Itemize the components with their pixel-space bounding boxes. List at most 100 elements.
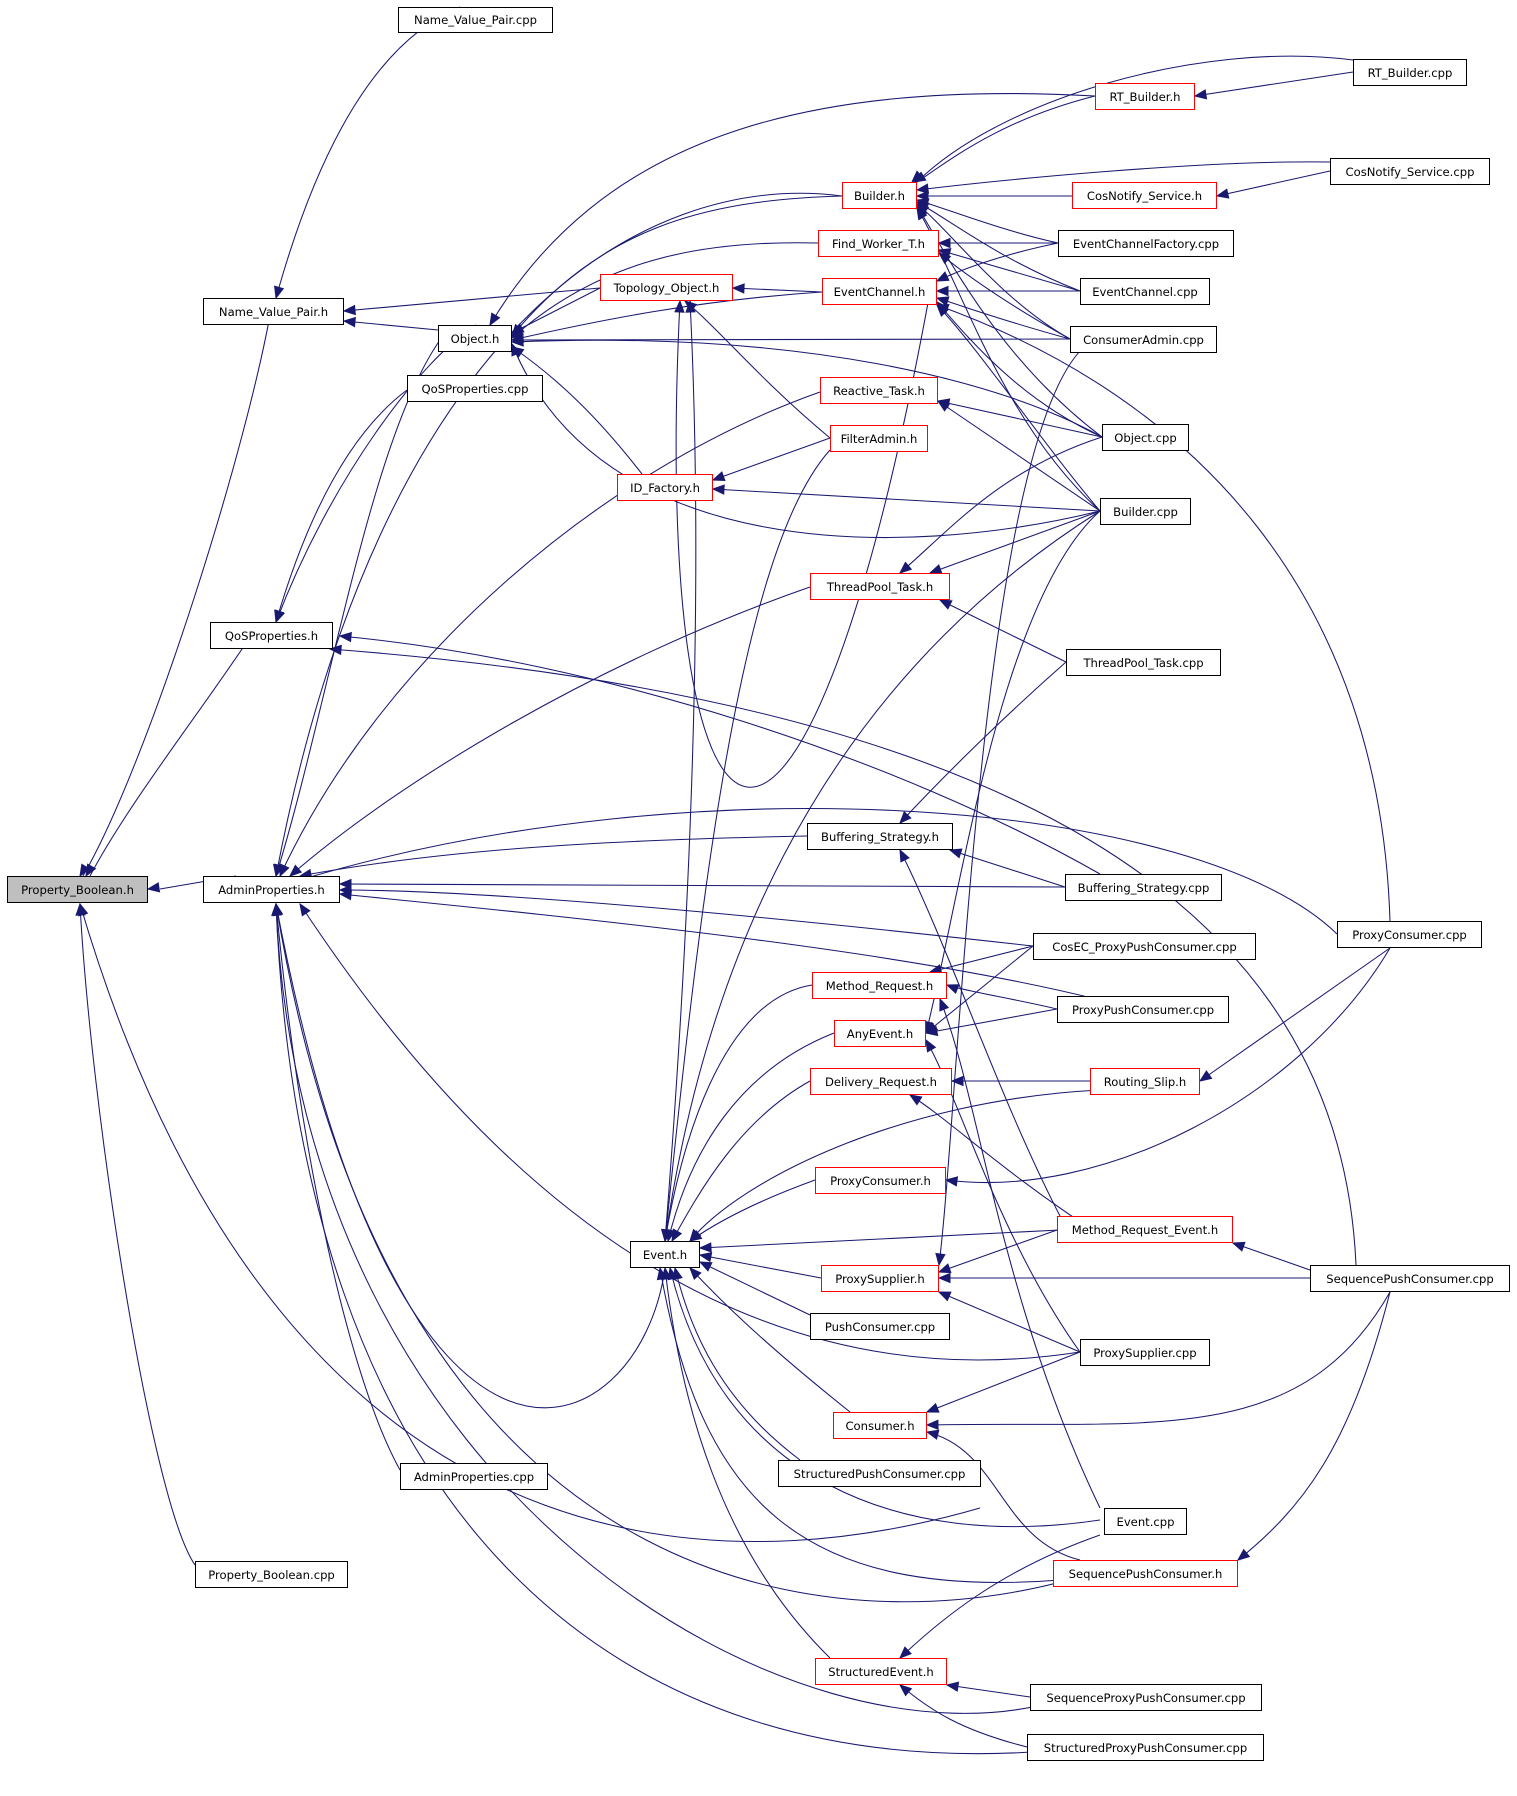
node-adminproperties-cpp[interactable]: AdminProperties.cpp bbox=[400, 1463, 548, 1490]
node-structuredproxypushconsumer-cpp[interactable]: StructuredProxyPushConsumer.cpp bbox=[1027, 1734, 1264, 1761]
dependency-edge bbox=[671, 1080, 811, 1242]
node-object-cpp[interactable]: Object.cpp bbox=[1102, 424, 1189, 451]
node-proxypushconsumer-cpp[interactable]: ProxyPushConsumer.cpp bbox=[1057, 996, 1229, 1023]
arrowhead bbox=[935, 285, 949, 297]
node-anyevent-h[interactable]: AnyEvent.h bbox=[834, 1020, 926, 1047]
node-routing-slip-h[interactable]: Routing_Slip.h bbox=[1090, 1068, 1200, 1095]
dependency-edge bbox=[916, 201, 1081, 292]
arrowhead bbox=[711, 484, 725, 495]
node-delivery-request-h[interactable]: Delivery_Request.h bbox=[810, 1068, 952, 1095]
dependency-edge bbox=[899, 436, 1103, 574]
dependency-edge bbox=[916, 161, 1331, 191]
dependency-edge bbox=[275, 903, 666, 1409]
node-topology-object-h[interactable]: Topology_Object.h bbox=[600, 274, 733, 301]
node-builder-cpp[interactable]: Builder.cpp bbox=[1100, 498, 1191, 525]
dependency-edge bbox=[938, 1229, 1058, 1273]
node-proxysupplier-cpp[interactable]: ProxySupplier.cpp bbox=[1080, 1339, 1210, 1366]
dependency-edge bbox=[79, 903, 196, 1566]
node-proxyconsumer-cpp[interactable]: ProxyConsumer.cpp bbox=[1337, 921, 1482, 948]
arrowhead bbox=[698, 1251, 713, 1263]
node-threadpool-task-h[interactable]: ThreadPool_Task.h bbox=[810, 573, 950, 600]
node-event-cpp[interactable]: Event.cpp bbox=[1104, 1508, 1187, 1535]
node-filteradmin-h[interactable]: FilterAdmin.h bbox=[830, 425, 928, 452]
dependency-edge bbox=[511, 346, 643, 475]
node-cosnotify-service-cpp[interactable]: CosNotify_Service.cpp bbox=[1330, 158, 1490, 185]
arrowhead bbox=[1215, 188, 1230, 199]
arrowhead bbox=[660, 1229, 672, 1243]
node-eventchannelfactory-cpp[interactable]: EventChannelFactory.cpp bbox=[1058, 230, 1234, 257]
node-threadpool-task-cpp[interactable]: ThreadPool_Task.cpp bbox=[1066, 649, 1221, 676]
node-method-request-h[interactable]: Method_Request.h bbox=[812, 972, 947, 999]
node-find-worker-t-h[interactable]: Find_Worker_T.h bbox=[818, 230, 939, 257]
arrowhead bbox=[899, 811, 912, 824]
dependency-edge bbox=[925, 510, 1101, 1034]
arrowhead bbox=[698, 1261, 713, 1272]
node-buffering-strategy-cpp[interactable]: Buffering_Strategy.cpp bbox=[1065, 874, 1222, 901]
arrowhead bbox=[899, 1646, 912, 1659]
node-qosproperties-h[interactable]: QoSProperties.h bbox=[210, 622, 333, 649]
dependency-edge bbox=[89, 621, 261, 877]
node-property-boolean-h[interactable]: Property_Boolean.h bbox=[7, 876, 148, 903]
dependency-edge bbox=[937, 400, 1103, 438]
dependency-edge bbox=[669, 1267, 1101, 1528]
node-builder-h[interactable]: Builder.h bbox=[842, 182, 917, 209]
arrowhead bbox=[279, 863, 290, 878]
node-method-request-event-h[interactable]: Method_Request_Event.h bbox=[1057, 1216, 1233, 1243]
node-structuredpushconsumer-cpp[interactable]: StructuredPushConsumer.cpp bbox=[778, 1460, 981, 1487]
dependency-edge bbox=[664, 510, 1101, 1242]
dependency-edge bbox=[275, 339, 441, 877]
dependency-edge bbox=[1232, 1242, 1311, 1271]
dependency-edge bbox=[929, 510, 1101, 574]
arrowhead bbox=[274, 609, 285, 624]
dependency-edge bbox=[699, 1229, 1061, 1249]
node-qosproperties-cpp[interactable]: QoSProperties.cpp bbox=[407, 375, 543, 402]
arrowhead bbox=[1193, 89, 1208, 100]
node-proxysupplier-h[interactable]: ProxySupplier.h bbox=[821, 1265, 939, 1292]
node-name-value-pair-h[interactable]: Name_Value_Pair.h bbox=[203, 298, 344, 325]
arrowhead bbox=[937, 252, 952, 265]
node-adminproperties-h[interactable]: AdminProperties.h bbox=[203, 876, 340, 903]
arrowhead bbox=[945, 984, 960, 995]
dependency-edge bbox=[275, 6, 461, 299]
node-name-value-pair-cpp[interactable]: Name_Value_Pair.cpp bbox=[398, 7, 553, 33]
node-pushconsumer-cpp[interactable]: PushConsumer.cpp bbox=[810, 1313, 950, 1340]
arrowhead bbox=[289, 864, 303, 877]
node-consumer-h[interactable]: Consumer.h bbox=[833, 1412, 927, 1439]
dependency-edge bbox=[1199, 947, 1391, 1082]
node-sequenceproxypushconsumer-cpp[interactable]: SequenceProxyPushConsumer.cpp bbox=[1030, 1684, 1262, 1711]
node-sequencepushconsumer-h[interactable]: SequencePushConsumer.h bbox=[1053, 1560, 1238, 1587]
dependency-edge bbox=[299, 835, 808, 877]
dependency-edge bbox=[936, 304, 1101, 512]
dependency-edge bbox=[732, 287, 823, 293]
node-structuredevent-h[interactable]: StructuredEvent.h bbox=[815, 1658, 947, 1685]
node-proxyconsumer-h[interactable]: ProxyConsumer.h bbox=[815, 1167, 946, 1194]
dependency-edge bbox=[916, 203, 1071, 340]
dependency-edge bbox=[945, 947, 1391, 1184]
node-event-h[interactable]: Event.h bbox=[630, 1241, 700, 1268]
dependency-edge bbox=[949, 849, 1066, 888]
node-cosec-proxypushconsumer-cpp[interactable]: CosEC_ProxyPushConsumer.cpp bbox=[1033, 933, 1256, 960]
dependency-edge bbox=[511, 242, 819, 339]
dependency-edge bbox=[684, 300, 831, 439]
node-rt-builder-cpp[interactable]: RT_Builder.cpp bbox=[1353, 59, 1467, 86]
arrowhead bbox=[937, 237, 951, 249]
node-id-factory-h[interactable]: ID_Factory.h bbox=[617, 474, 713, 501]
node-consumeradmin-cpp[interactable]: ConsumerAdmin.cpp bbox=[1070, 326, 1217, 353]
dependency-edge bbox=[946, 1684, 1031, 1698]
arrowhead bbox=[299, 902, 311, 917]
node-sequencepushconsumer-cpp[interactable]: SequencePushConsumer.cpp bbox=[1310, 1265, 1510, 1292]
node-cosnotify-service-h[interactable]: CosNotify_Service.h bbox=[1072, 182, 1217, 209]
node-buffering-strategy-h[interactable]: Buffering_Strategy.h bbox=[807, 823, 953, 850]
dependency-edge bbox=[936, 304, 1391, 922]
dependency-edge bbox=[926, 1351, 1081, 1413]
node-eventchannel-h[interactable]: EventChannel.h bbox=[822, 278, 937, 305]
node-rt-builder-h[interactable]: RT_Builder.h bbox=[1095, 83, 1195, 110]
node-eventchannel-cpp[interactable]: EventChannel.cpp bbox=[1080, 278, 1210, 305]
node-object-h[interactable]: Object.h bbox=[438, 325, 512, 352]
arrowhead bbox=[272, 902, 284, 917]
dependency-edge bbox=[664, 984, 813, 1242]
node-property-boolean-cpp[interactable]: Property_Boolean.cpp bbox=[195, 1561, 348, 1588]
node-reactive-task-h[interactable]: Reactive_Task.h bbox=[820, 377, 938, 404]
dependency-edge bbox=[712, 488, 1101, 512]
arrowhead bbox=[938, 599, 953, 610]
